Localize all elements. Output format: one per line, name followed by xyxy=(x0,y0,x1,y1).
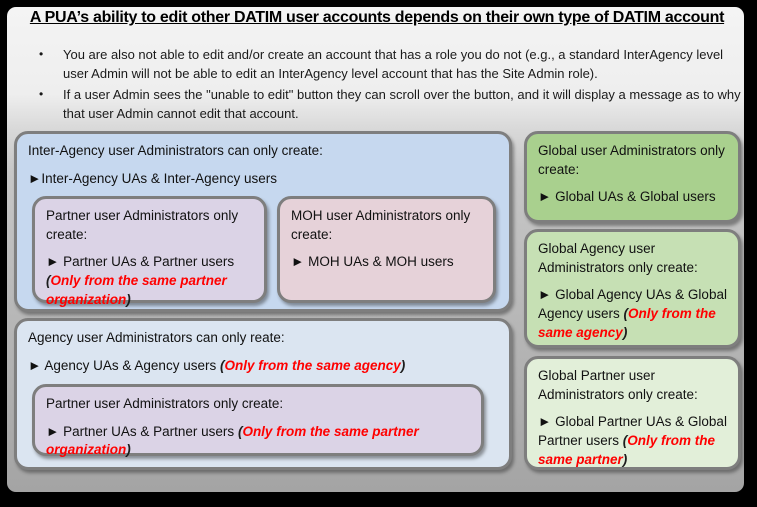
restriction-note: Only from the same partner xyxy=(538,432,716,467)
group-box-moh: MOH user Administrators only create: ► M… xyxy=(277,196,496,303)
bullet-text: If a user Admin sees the "unable to edit… xyxy=(63,87,741,121)
box-heading: Partner user Administrators only create: xyxy=(46,208,239,242)
box-content: Inter-Agency user Administrators can onl… xyxy=(17,134,509,194)
box-heading: Agency user Administrators can only reat… xyxy=(28,330,285,345)
restriction-note: Only from the same partner organization xyxy=(46,423,419,458)
box-heading: Global user Administrators only create: xyxy=(538,143,725,177)
restriction-note: Only from the same agency xyxy=(224,357,401,373)
box-item: ► MOH UAs & MOH users xyxy=(291,254,454,270)
box-item: ► Global UAs & Global users xyxy=(538,189,716,205)
box-item-text: ► Partner UAs & Partner users xyxy=(46,423,238,439)
bullet-item: • If a user Admin sees the "unable to ed… xyxy=(36,85,742,123)
box-item: ► Partner UAs & Partner users (Only from… xyxy=(46,423,470,460)
bullet-icon: • xyxy=(39,47,44,61)
bullet-icon: • xyxy=(39,87,44,101)
box-content: Partner user Administrators only create:… xyxy=(35,199,264,315)
box-heading: Global Agency user Administrators only c… xyxy=(538,241,698,275)
paren-open: ( xyxy=(623,305,629,321)
paren-close: ) xyxy=(126,442,131,458)
box-item: ► Global Agency UAs & Global Agency user… xyxy=(538,286,727,342)
box-item: ►Inter-Agency UAs & Inter-Agency users xyxy=(28,170,277,186)
box-item: ► Agency UAs & Agency users (Only from t… xyxy=(28,357,498,376)
box-content: Global user Administrators only create: … xyxy=(527,134,738,213)
box-heading: Inter-Agency user Administrators can onl… xyxy=(28,143,323,158)
box-item: ► Partner UAs & Partner users (Only from… xyxy=(46,253,253,309)
bullet-text: You are also not able to edit and/or cre… xyxy=(63,47,724,81)
group-box-inter-agency: Inter-Agency user Administrators can onl… xyxy=(14,131,512,312)
group-box-global-agency: Global Agency user Administrators only c… xyxy=(524,229,741,348)
restriction-note: Only from the same partner organization xyxy=(46,272,227,307)
bullet-item: • You are also not able to edit and/or c… xyxy=(36,45,742,83)
paren-close: ) xyxy=(126,291,131,307)
box-content: Agency user Administrators can only reat… xyxy=(17,321,509,381)
box-item: ► Global Partner UAs & Global Partner us… xyxy=(538,413,727,469)
box-heading: Global Partner user Administrators only … xyxy=(538,368,698,402)
box-item-text: ► Agency UAs & Agency users xyxy=(28,357,220,373)
paren-open: ( xyxy=(622,432,628,448)
page-title: A PUA’s ability to edit other DATIM user… xyxy=(29,9,725,26)
box-item-text: ► Global Agency UAs & Global Agency user… xyxy=(538,287,727,321)
box-item-text: ► Partner UAs & Partner users xyxy=(46,254,235,270)
paren-open: ( xyxy=(46,272,51,288)
group-box-agency: Agency user Administrators can only reat… xyxy=(14,318,512,470)
box-heading: Partner user Administrators only create: xyxy=(46,396,284,411)
group-box-global-partner: Global Partner user Administrators only … xyxy=(524,356,741,470)
box-item-text: ► Global Partner UAs & Global Partner us… xyxy=(538,414,727,448)
box-content: Global Agency user Administrators only c… xyxy=(527,232,738,348)
group-box-partner-nested-bottom: Partner user Administrators only create:… xyxy=(32,384,484,457)
paren-close: ) xyxy=(622,451,628,467)
paren-close: ) xyxy=(622,324,628,340)
paren-close: ) xyxy=(400,357,406,373)
box-heading: MOH user Administrators only create: xyxy=(291,208,471,242)
paren-open: ( xyxy=(237,423,243,439)
box-content: Partner user Administrators only create:… xyxy=(35,387,481,466)
paren-open: ( xyxy=(219,357,225,373)
restriction-note: Only from the same agency xyxy=(538,305,716,340)
box-content: Global Partner user Administrators only … xyxy=(527,359,738,475)
box-content: MOH user Administrators only create: ► M… xyxy=(280,199,493,278)
group-box-partner-nested-top: Partner user Administrators only create:… xyxy=(32,196,267,307)
group-box-global: Global user Administrators only create: … xyxy=(524,131,741,223)
bullet-list: • You are also not able to edit and/or c… xyxy=(36,45,742,125)
